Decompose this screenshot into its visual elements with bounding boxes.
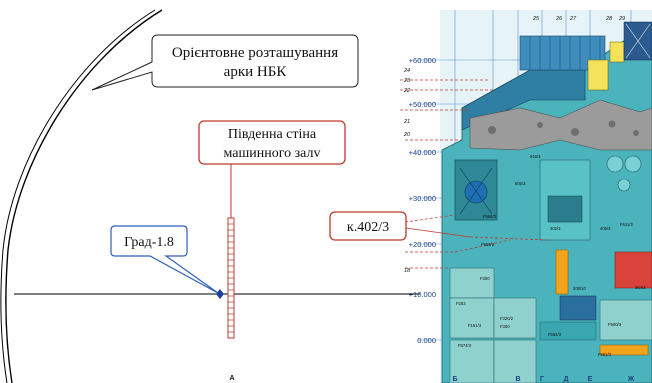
element-number: 24 bbox=[403, 68, 410, 74]
room-label: F300 bbox=[500, 324, 510, 329]
axis-letter: Ж bbox=[627, 376, 635, 383]
elevation-label: +10.000 bbox=[409, 290, 436, 299]
elevation-label: +50.000 bbox=[409, 100, 436, 109]
grad-sensor-marker bbox=[216, 289, 224, 299]
element-number: 22 bbox=[403, 88, 410, 94]
room-label: F556/3 bbox=[483, 214, 497, 219]
grad-callout-label: Град-1.8 bbox=[124, 235, 174, 250]
room-label: F300 bbox=[480, 276, 490, 281]
axis-letter: Д bbox=[564, 376, 569, 383]
wall-callout: Південна стіна машинного залv bbox=[198, 120, 346, 218]
elevation-label: +30.000 bbox=[409, 194, 436, 203]
element-number: 21 bbox=[403, 119, 410, 125]
arch-callout: Орієнтовне розташування арки НБК bbox=[91, 34, 359, 91]
element-numbers-left: 24 23 22 21 20 18 bbox=[403, 68, 411, 274]
south-wall-bar bbox=[227, 217, 235, 339]
element-numbers-top: 25 26 27 28 29 bbox=[532, 16, 625, 22]
element-number: 18 bbox=[404, 268, 411, 274]
room-label: F283 bbox=[456, 301, 466, 306]
room-label: F611/3 bbox=[620, 222, 633, 227]
axis-letter: Б bbox=[452, 376, 457, 383]
room-label: F500/3 bbox=[608, 322, 622, 327]
room-label: F551/3 bbox=[598, 352, 612, 357]
element-number: 29 bbox=[618, 16, 625, 22]
arch-callout-line2: арки НБК bbox=[224, 64, 288, 80]
room-label: F151/3 bbox=[468, 323, 482, 328]
room-label: F556/2 bbox=[481, 242, 495, 247]
element-number: 20 bbox=[403, 132, 411, 138]
arch-callout-line1: Орієнтовне розташування bbox=[172, 45, 338, 61]
room-label: 405/3 bbox=[600, 226, 611, 231]
element-number: 25 bbox=[532, 16, 540, 22]
room-label: F574/3 bbox=[458, 343, 472, 348]
element-number: 26 bbox=[555, 16, 563, 22]
room-label: 364/3 bbox=[635, 285, 646, 290]
room-callout: к.402/3 bbox=[329, 211, 549, 241]
axis-letter: Е bbox=[588, 376, 593, 383]
room-callout-label: к.402/3 bbox=[347, 220, 389, 235]
elevation-label: +60.000 bbox=[409, 56, 436, 65]
room-label: 402/3 bbox=[550, 226, 561, 231]
axis-letter: Г bbox=[540, 376, 544, 383]
elevation-label: +40.000 bbox=[409, 148, 436, 157]
arch-outline bbox=[0, 9, 163, 383]
room-label: F564/3 bbox=[548, 332, 562, 337]
elevation-labels: +60.000 +50.000 +40.000 +30.000 +20.000 … bbox=[409, 56, 436, 345]
bottom-mark: А bbox=[229, 375, 234, 382]
room-label: 805/3 bbox=[515, 181, 526, 186]
element-number: 28 bbox=[605, 16, 613, 22]
wall-callout-line1: Південна стіна bbox=[228, 127, 317, 142]
axis-letters: Б В Г Д Е Ж bbox=[452, 376, 634, 383]
axis-letter: В bbox=[515, 376, 520, 383]
elevation-label: 0.000 bbox=[417, 336, 436, 345]
room-label: F320/2 bbox=[500, 316, 514, 321]
element-number: 27 bbox=[569, 16, 577, 22]
wall-callout-line2: машинного залv bbox=[224, 146, 321, 161]
room-label: 916/3 bbox=[530, 154, 541, 159]
element-number: 23 bbox=[403, 78, 411, 84]
elevation-label: +20.000 bbox=[409, 240, 436, 249]
grad-callout: Град-1.8 bbox=[110, 225, 219, 294]
room-labels: 916/3 805/3 F556/3 402/3 405/3 F556/2 F3… bbox=[456, 154, 646, 357]
room-label: 208/10 bbox=[573, 286, 586, 291]
reactor-cross-section: к.402/3 bbox=[329, 10, 652, 383]
